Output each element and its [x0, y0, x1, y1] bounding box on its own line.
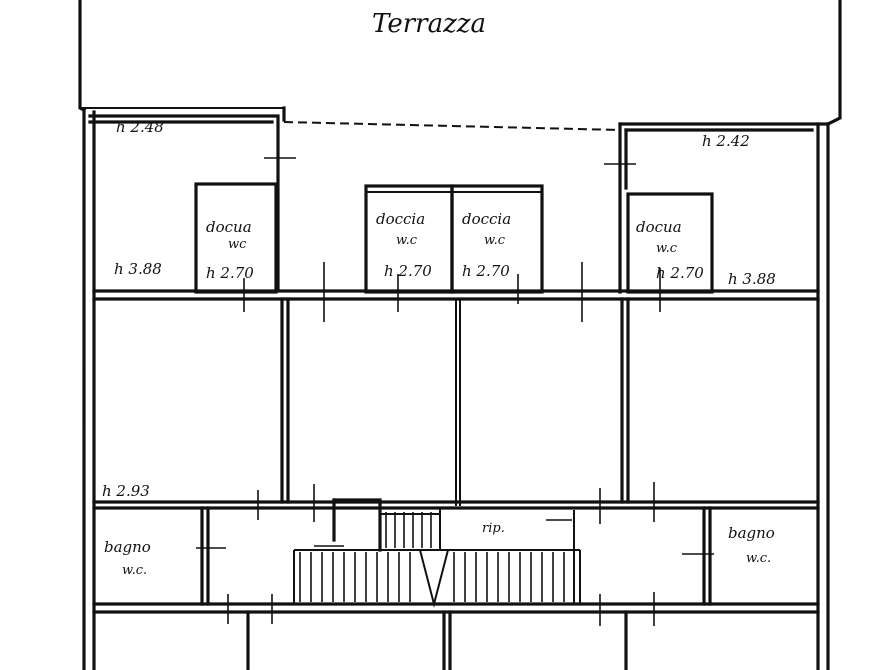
- wc-cell-1: docua wc h 2.70: [194, 182, 278, 294]
- height-right-mid: h 3.88: [728, 270, 776, 288]
- wc-cell-3-line1: doccia: [462, 210, 511, 228]
- bathroom-right: bagno w.c.: [702, 506, 775, 606]
- landing-label: rip.: [482, 521, 505, 536]
- wc-cell-3-height: h 2.70: [462, 262, 510, 280]
- bathroom-left-line1: bagno: [104, 538, 151, 556]
- terrace: Terrazza: [78, 0, 842, 127]
- wc-cell-1-line1: docua: [206, 218, 252, 236]
- door-ticks: [83, 157, 829, 626]
- bathroom-right-line1: bagno: [728, 524, 775, 542]
- wc-cell-3-line2: w.c: [484, 233, 506, 248]
- wc-cell-4: docua w.c h 2.70: [626, 192, 714, 294]
- height-left-lower: h 2.93: [102, 482, 150, 500]
- bottom-walls: [92, 602, 820, 670]
- height-left-mid: h 3.88: [114, 260, 162, 278]
- stairwell: rip.: [293, 498, 581, 608]
- height-top-left: h 2.48: [116, 118, 164, 136]
- wc-cell-1-height: h 2.70: [206, 264, 254, 282]
- wc-cell-2: doccia w.c h 2.70: [364, 184, 542, 294]
- wc-cell-2-line2: w.c: [396, 233, 418, 248]
- bathroom-left: bagno w.c.: [104, 506, 210, 606]
- bathroom-left-line2: w.c.: [122, 563, 147, 578]
- room-partitions: [92, 297, 820, 510]
- wc-cell-4-height: h 2.70: [656, 264, 704, 282]
- stair-treads: [299, 512, 565, 602]
- height-labels: h 2.48 h 2.42 h 3.88 h 3.88 h 2.93: [102, 118, 776, 500]
- wc-cell-4-line1: docua: [636, 218, 682, 236]
- wc-cell-2-line1: doccia: [376, 210, 425, 228]
- wc-cell-2-height: h 2.70: [384, 262, 432, 280]
- height-top-right: h 2.42: [702, 132, 750, 150]
- wc-cell-3: doccia w.c h 2.70: [450, 184, 544, 294]
- bathroom-right-line2: w.c.: [746, 551, 771, 566]
- wc-cell-4-line2: w.c: [656, 241, 678, 256]
- terrace-label: Terrazza: [372, 9, 486, 39]
- wc-cell-1-line2: wc: [228, 237, 247, 252]
